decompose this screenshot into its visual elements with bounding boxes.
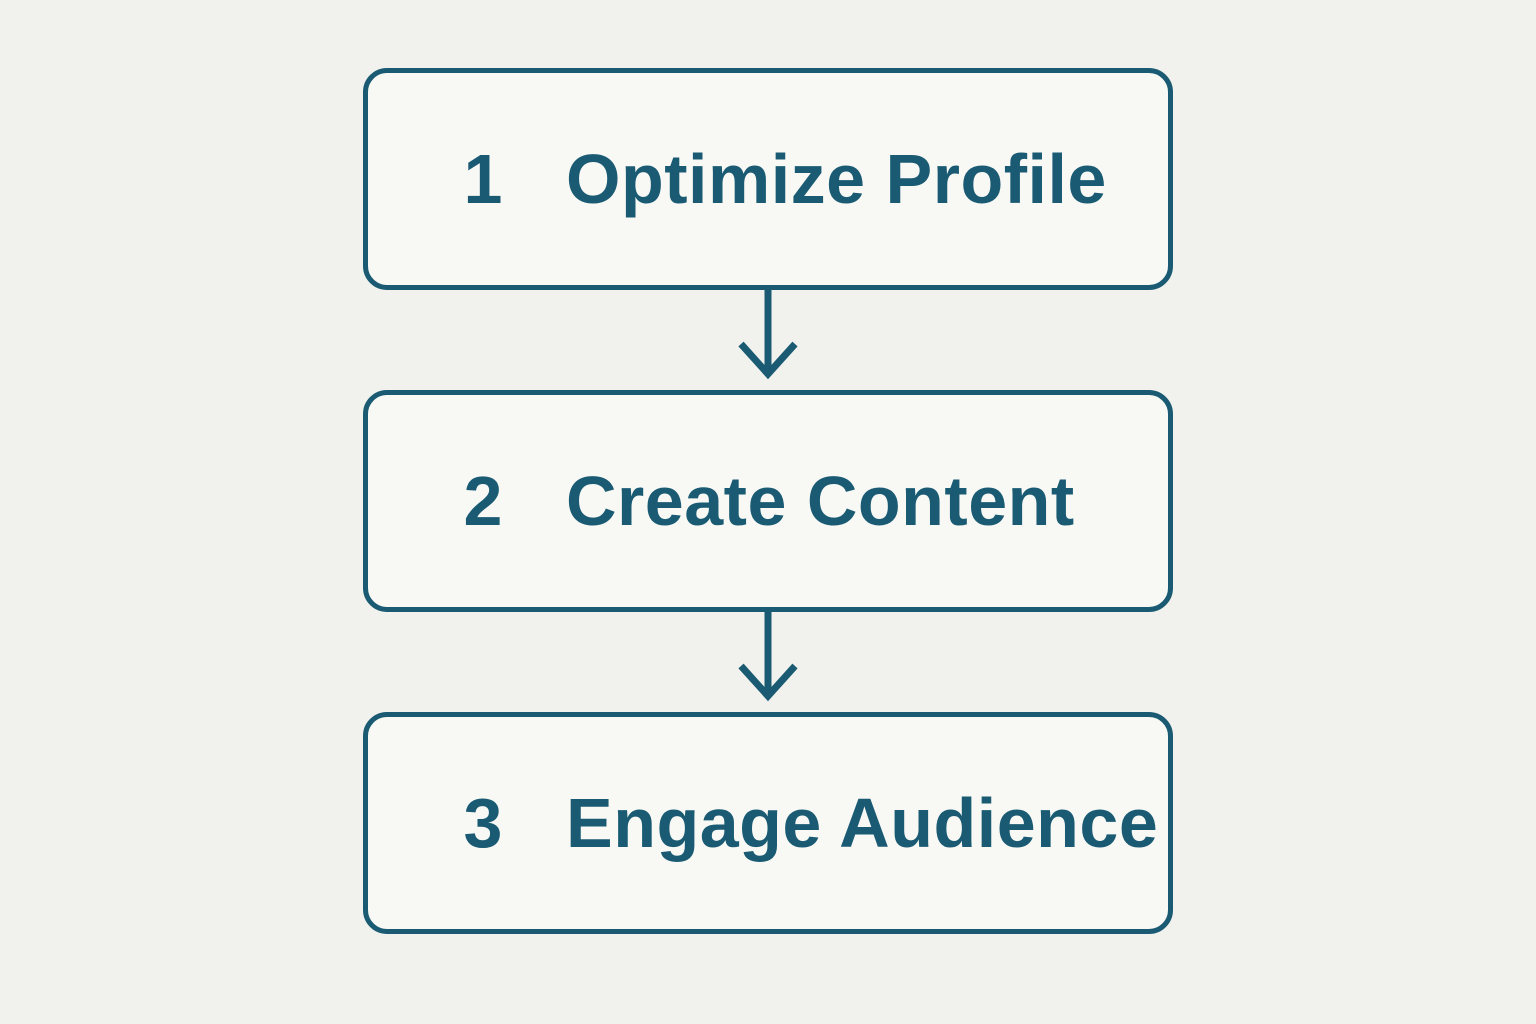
step-number: 2	[463, 462, 503, 540]
step-box-create-content: 2 Create Content	[363, 390, 1173, 612]
step-box-optimize-profile: 1 Optimize Profile	[363, 68, 1173, 290]
arrow-down-icon	[708, 612, 828, 712]
step-label: Optimize Profile	[566, 140, 1107, 218]
step-box-engage-audience: 3 Engage Audience	[363, 712, 1173, 934]
arrow-down-icon	[708, 290, 828, 390]
step-label: Create Content	[566, 462, 1075, 540]
step-number: 1	[463, 140, 503, 218]
step-number: 3	[463, 784, 503, 862]
step-label: Engage Audience	[566, 784, 1159, 862]
